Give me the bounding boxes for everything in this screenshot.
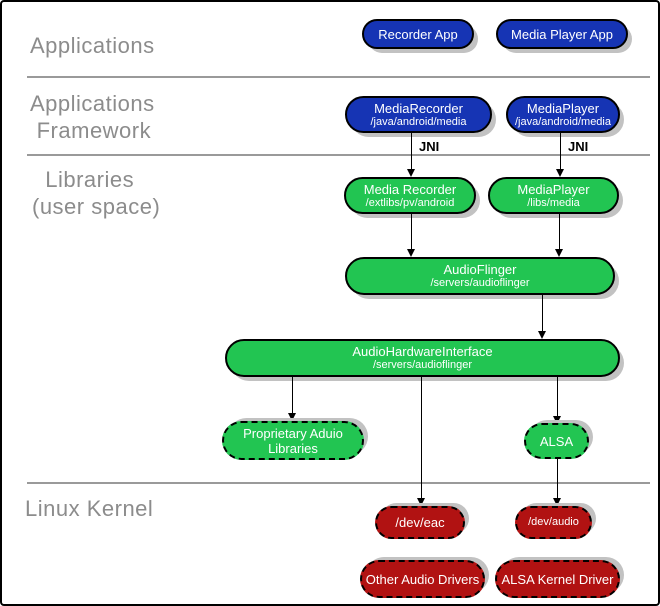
node-mediarecorder-framework: MediaRecorder /java/android/media	[345, 96, 492, 133]
layer-label-linux-kernel: Linux Kernel	[25, 495, 153, 522]
divider-applications	[27, 76, 650, 78]
jni-label-right: JNI	[568, 139, 589, 154]
arrow-down-icon	[407, 249, 415, 257]
layer-label-text: (user space)	[32, 194, 161, 219]
node-label: AudioFlinger	[443, 262, 517, 277]
node-label: ALSA	[539, 433, 574, 449]
jni-label-left: JNI	[419, 139, 440, 154]
arrow-ahi-to-proprietary	[288, 377, 297, 421]
node-mediaplayer-lib: MediaPlayer /libs/media	[488, 177, 619, 214]
node-alsa: ALSA	[524, 423, 589, 459]
arrow-player-to-audioflinger	[555, 214, 564, 257]
node-path: /extlibs/pv/android	[365, 196, 455, 209]
arrow-line	[542, 295, 543, 333]
node-label: /dev/audio	[528, 516, 579, 528]
arrow-down-icon	[556, 169, 564, 177]
arrow-down-icon	[407, 169, 415, 177]
arrow-line	[560, 133, 561, 171]
node-label: MediaRecorder	[374, 100, 463, 116]
node-path: /libs/media	[527, 196, 580, 209]
node-mediaplayer-framework: MediaPlayer /java/android/media	[506, 96, 620, 133]
arrow-down-icon	[555, 249, 563, 257]
arrow-line	[411, 133, 412, 171]
node-dev-eac: /dev/eac	[375, 506, 465, 539]
layer-label-text: Applications	[30, 91, 155, 116]
divider-kernel	[27, 482, 650, 484]
node-proprietary-audio-libraries: Proprietary Aduio Libraries	[222, 421, 364, 460]
node-label: Media Recorder	[363, 181, 457, 197]
node-path: /java/android/media	[514, 115, 611, 128]
arrow-mediarecorder-jni	[407, 133, 416, 177]
layer-label-text: Libraries	[32, 167, 135, 192]
node-label: ALSA Kernel Driver	[501, 571, 614, 587]
node-media-player-app: Media Player App	[496, 19, 628, 49]
arrow-line	[557, 459, 558, 500]
arrow-down-icon	[553, 416, 561, 424]
arrow-down-icon	[553, 498, 561, 506]
node-alsa-kernel-driver: ALSA Kernel Driver	[495, 560, 620, 598]
node-label: MediaPlayer	[517, 181, 590, 197]
arrow-line	[559, 214, 560, 251]
node-path: /servers/audioflinger	[372, 359, 473, 371]
node-path: /servers/audioflinger	[430, 277, 530, 289]
arrow-audioflinger-to-ahi	[538, 295, 547, 339]
arrow-alsa-to-dev-audio	[553, 459, 562, 506]
arrow-down-icon	[538, 331, 546, 339]
arrow-recorder-to-audioflinger	[407, 214, 416, 257]
arrow-down-icon	[417, 498, 425, 506]
node-label: AudioHardwareInterface	[352, 344, 493, 359]
node-label: /dev/eac	[395, 515, 445, 530]
node-dev-audio: /dev/audio	[515, 506, 592, 539]
node-audioflinger: AudioFlinger /servers/audioflinger	[345, 257, 615, 295]
layer-label-libraries: Libraries(user space)	[32, 166, 160, 220]
arrow-line	[557, 377, 558, 418]
arrow-ahi-to-alsa	[553, 377, 562, 424]
layer-label-applications: Applications	[30, 32, 155, 59]
layer-label-text: Applications	[30, 33, 155, 58]
arrow-down-icon	[288, 413, 296, 421]
arrow-line	[292, 377, 293, 415]
layer-label-applications-framework: Applications Framework	[30, 90, 155, 144]
node-label: MediaPlayer	[526, 100, 600, 116]
node-path: /java/android/media	[370, 115, 467, 128]
arrow-ahi-to-dev-eac	[417, 377, 426, 506]
layer-label-text: Linux Kernel	[25, 496, 154, 521]
node-label: Recorder App	[378, 26, 458, 42]
divider-framework	[27, 154, 650, 156]
node-label: Media Player App	[511, 26, 613, 42]
node-label: Proprietary Aduio	[243, 425, 343, 441]
node-other-audio-drivers: Other Audio Drivers	[360, 560, 485, 598]
arrow-line	[411, 214, 412, 251]
node-audio-hardware-interface: AudioHardwareInterface /servers/audiofli…	[225, 339, 620, 377]
arrow-mediaplayer-jni	[556, 133, 565, 177]
arrow-line	[421, 377, 422, 500]
node-label: Libraries	[268, 440, 318, 456]
layer-label-text: Framework	[30, 118, 152, 143]
node-label: Other Audio Drivers	[365, 571, 480, 587]
node-recorder-app: Recorder App	[362, 19, 474, 49]
node-media-recorder-lib: Media Recorder /extlibs/pv/android	[344, 177, 476, 214]
